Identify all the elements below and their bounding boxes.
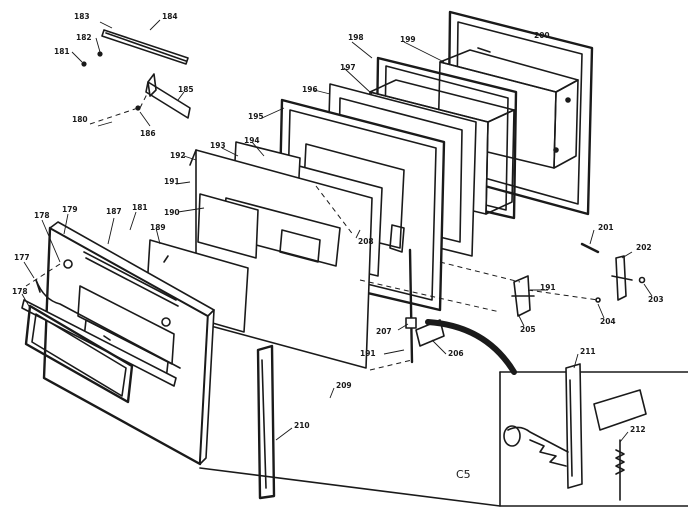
label-206: 206 [448, 349, 464, 358]
guide-lines [25, 91, 599, 371]
label-178b: 178 [12, 287, 28, 296]
label-182: 182 [76, 33, 92, 42]
part-202-hinge [611, 255, 633, 301]
label-181b: 181 [132, 203, 148, 212]
label-185: 185 [178, 85, 194, 94]
part-186-screw [135, 105, 141, 111]
part-210-strip [256, 344, 276, 500]
label-211: 211 [580, 347, 596, 356]
label-189: 189 [150, 223, 166, 232]
label-209: 209 [336, 381, 352, 390]
part-201-screw [580, 242, 600, 254]
label-202: 202 [636, 243, 652, 252]
label-193: 193 [210, 141, 226, 150]
label-212: 212 [630, 425, 646, 434]
label-203: 203 [648, 295, 664, 304]
leader-lines [21, 19, 653, 443]
label-191a: 191 [164, 177, 180, 186]
label-195: 195 [248, 112, 264, 121]
part-190-plate [197, 193, 259, 259]
part-211-212-hinge-detail [199, 319, 688, 507]
part-183-184-top-rod [81, 29, 189, 67]
label-183: 183 [74, 12, 90, 21]
label-201: 201 [598, 223, 614, 232]
part-178-gasket [24, 304, 134, 404]
part-177-handle [35, 279, 181, 369]
label-191c: 191 [360, 349, 376, 358]
label-205: 205 [520, 325, 536, 334]
label-204: 204 [600, 317, 616, 326]
label-177: 177 [14, 253, 30, 262]
label-184: 184 [162, 12, 178, 21]
part-205-clip [511, 275, 535, 317]
label-187: 187 [106, 207, 122, 216]
label-192: 192 [170, 151, 186, 160]
label-198: 198 [348, 33, 364, 42]
label-197: 197 [340, 63, 356, 72]
part-204-washer [595, 297, 601, 303]
diagram-code: C5 [456, 468, 471, 481]
label-196: 196 [302, 85, 318, 94]
part-203-fastener [638, 276, 646, 284]
label-180: 180 [72, 115, 88, 124]
part-179-outer-door [21, 221, 215, 466]
part-207-hinge-rod [405, 248, 417, 364]
label-179: 179 [62, 205, 78, 214]
label-190: 190 [164, 208, 180, 217]
label-194: 194 [244, 136, 260, 145]
label-181a: 181 [54, 47, 70, 56]
label-200: 200 [534, 31, 550, 40]
label-210: 210 [294, 421, 310, 430]
part-185-bracket [145, 73, 191, 119]
label-186: 186 [140, 129, 156, 138]
part-labels: 183 184 182 181 185 180 186 198 199 200 … [12, 12, 664, 481]
label-191b: 191 [540, 283, 556, 292]
label-207: 207 [376, 327, 392, 336]
label-178a: 178 [34, 211, 50, 220]
label-199: 199 [400, 35, 416, 44]
label-208: 208 [358, 237, 374, 246]
